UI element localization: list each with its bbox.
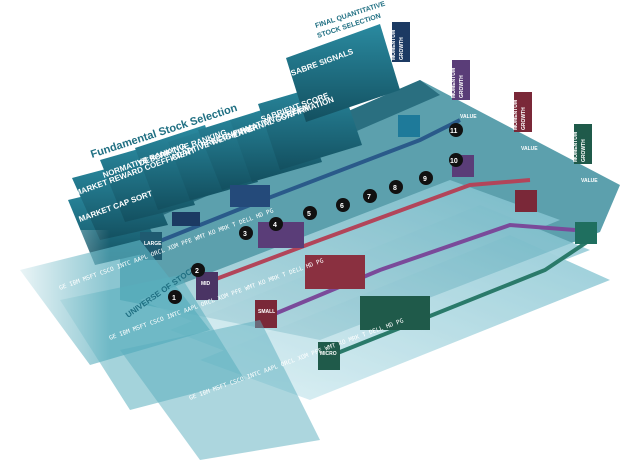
tag-growth-4: GROWTH xyxy=(581,139,587,162)
machine-blocks xyxy=(140,115,597,370)
tag-value-2: VALUE xyxy=(460,114,477,120)
lane-mid: MID xyxy=(201,281,211,287)
step-2: 2 xyxy=(195,268,199,275)
tag-value-1: VALUE xyxy=(400,76,417,82)
tag-momentum-2: MOMENTUM xyxy=(451,68,457,98)
step-3: 3 xyxy=(243,231,247,238)
step-10: 10 xyxy=(450,158,458,165)
tag-value-4: VALUE xyxy=(581,178,598,184)
tag-momentum-1: MOMENTUM xyxy=(391,30,397,60)
step-11: 11 xyxy=(450,128,458,135)
tag-growth-3: GROWTH xyxy=(521,107,527,130)
lane-small: SMALL xyxy=(258,309,275,315)
step-6: 6 xyxy=(340,203,344,210)
tag-growth-2: GROWTH xyxy=(459,75,465,98)
style-banners xyxy=(392,22,592,164)
ticker-panels xyxy=(0,230,320,462)
step-9: 9 xyxy=(423,176,427,183)
tag-value-3: VALUE xyxy=(521,146,538,152)
step-markers xyxy=(168,123,463,304)
step-5: 5 xyxy=(307,211,311,218)
step-8: 8 xyxy=(393,185,397,192)
step-4: 4 xyxy=(273,222,277,229)
tag-momentum-3: MOMENTUM xyxy=(513,100,519,130)
tag-momentum-4: MOMENTUM xyxy=(573,132,579,162)
stage-bands xyxy=(68,24,400,265)
tag-growth-1: GROWTH xyxy=(399,37,405,60)
lane-micro: MICRO xyxy=(320,351,337,357)
lane-large: LARGE xyxy=(144,241,162,247)
step-1: 1 xyxy=(172,295,176,302)
step-7: 7 xyxy=(367,194,371,201)
